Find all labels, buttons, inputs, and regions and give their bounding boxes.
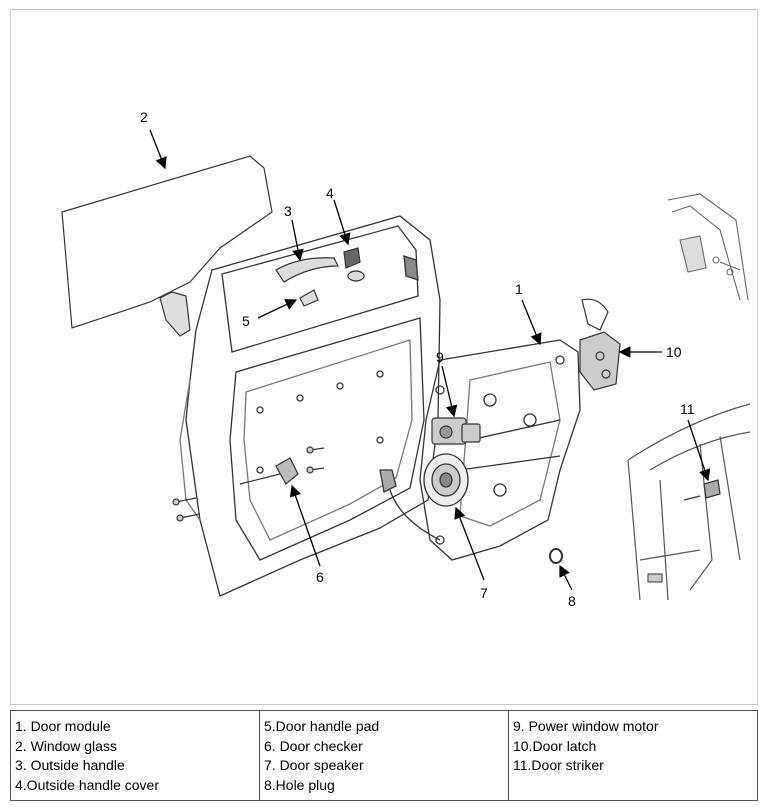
legend-item-hole-plug: 8.Hole plug xyxy=(264,776,335,793)
callout-3: 3 xyxy=(284,203,292,219)
parts-legend-table: 1. Door module 2. Window glass 3. Outsid… xyxy=(10,710,758,801)
door-striker xyxy=(683,479,721,501)
door-speaker xyxy=(423,453,469,507)
legend-item-door-handle-pad: 5.Door handle pad xyxy=(264,718,380,734)
outside-handle xyxy=(275,247,365,307)
callout-8: 8 xyxy=(568,593,576,609)
door-exploded-diagram: 2 3 4 5 6 7 8 9 10 11 1 xyxy=(61,109,751,609)
legend-item-door-speaker: 7. Door speaker xyxy=(264,757,364,773)
callout-6: 6 xyxy=(316,569,324,585)
diagram-frame xyxy=(10,9,758,705)
power-window-motor xyxy=(431,417,481,445)
callout-5: 5 xyxy=(242,313,250,329)
door-module xyxy=(419,339,581,561)
legend-item-door-latch: 10.Door latch xyxy=(513,737,597,754)
legend-column-2: 5.Door handle pad 6. Door checker 7. Doo… xyxy=(260,711,509,800)
legend-item-outside-handle: 3. Outside handle xyxy=(15,757,125,773)
bolts xyxy=(172,446,325,522)
callout-11: 11 xyxy=(680,401,695,417)
door-checker xyxy=(239,457,299,485)
callout-2: 2 xyxy=(140,109,148,125)
legend-column-1: 1. Door module 2. Window glass 3. Outsid… xyxy=(11,711,260,800)
legend-item-door-checker: 6. Door checker xyxy=(264,737,363,754)
legend-column-3: 9. Power window motor 10.Door latch 11.D… xyxy=(509,711,757,800)
hole-plug xyxy=(549,548,563,564)
legend-item-power-window-motor: 9. Power window motor xyxy=(513,718,659,734)
callout-10: 10 xyxy=(666,344,682,360)
legend-item-outside-handle-cover: 4.Outside handle cover xyxy=(15,776,159,793)
legend-item-door-striker: 11.Door striker xyxy=(513,757,604,773)
body-pillar xyxy=(627,403,751,601)
callout-9: 9 xyxy=(436,349,444,365)
callout-7: 7 xyxy=(480,585,488,601)
body-detail-top-right xyxy=(667,193,749,301)
legend-item-door-module: 1. Door module xyxy=(15,718,111,734)
window-glass xyxy=(61,155,273,337)
leader-lines xyxy=(149,129,711,591)
callout-4: 4 xyxy=(326,185,334,201)
legend-item-window-glass: 2. Window glass xyxy=(15,737,117,754)
door-shell xyxy=(179,215,441,597)
callout-1: 1 xyxy=(515,281,523,297)
door-latch xyxy=(579,298,621,391)
